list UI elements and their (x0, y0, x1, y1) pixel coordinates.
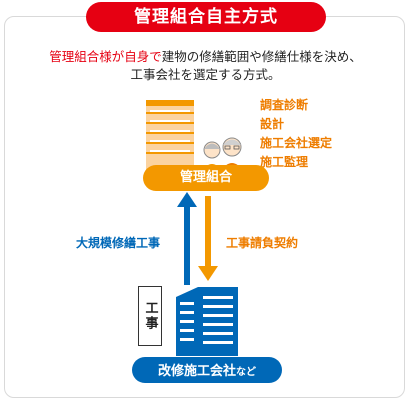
task-item: 設計 (260, 117, 285, 131)
task-item: 施工会社選定 (260, 136, 333, 150)
contractor-label-main: 改修施工会社 (157, 364, 236, 379)
arrow-up-icon (177, 192, 197, 285)
arrow-up-label: 大規模修繕工事 (76, 236, 161, 250)
task-item: 調査診断 (260, 98, 309, 112)
contractor-label-suffix: など (236, 367, 256, 378)
description: 管理組合様が自身で建物の修繕範囲や修繕仕様を決め、 工事会社を選定する方式。 (14, 48, 397, 84)
description-line1-rest: 建物の修繕範囲や修繕仕様を決め、 (161, 49, 362, 64)
owner-label: 管理組合 (143, 165, 269, 191)
arrow-down-icon (198, 196, 218, 281)
task-item: 施工監理 (260, 155, 309, 169)
description-highlight: 管理組合様が自身で (49, 49, 162, 64)
work-box: 工事 (138, 286, 162, 346)
description-line2: 工事会社を選定する方式。 (130, 67, 281, 82)
office-building-icon (176, 287, 238, 356)
contractor-label: 改修施工会社など (132, 357, 282, 383)
task-list: 調査診断 設計 施工会社選定 施工監理 (260, 96, 400, 172)
arrow-down-label: 工事請負契約 (226, 236, 299, 250)
title-badge: 管理組合自主方式 (86, 2, 326, 32)
apartment-building-icon (146, 100, 194, 170)
